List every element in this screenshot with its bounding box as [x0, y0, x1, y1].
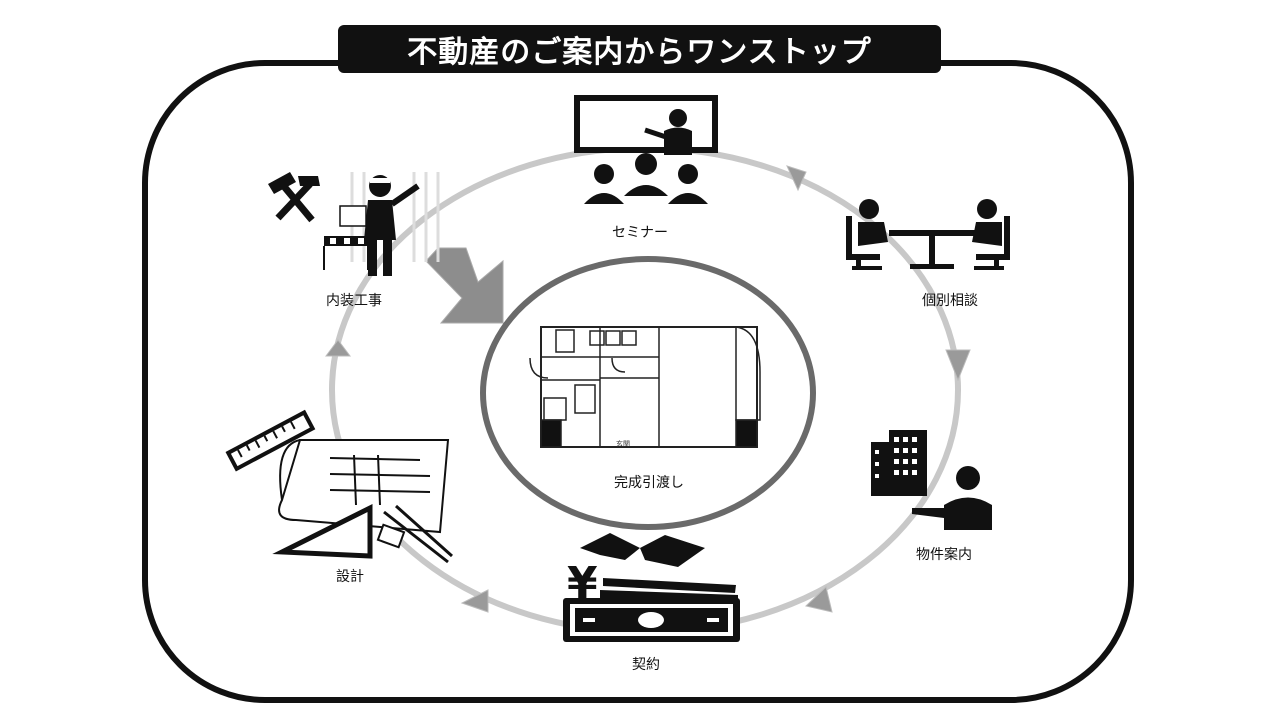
- arrow-design-to-interior: [325, 339, 351, 357]
- arrow-consultation-to-tour: [945, 349, 971, 382]
- step-label-contract: 契約: [632, 657, 660, 673]
- big-arrow-to-center: [425, 247, 504, 324]
- step-label-interior-work: 内装工事: [326, 293, 382, 309]
- arrow-seminar-to-consultation: [786, 165, 807, 192]
- floorplan-graphic: [529, 326, 761, 448]
- step-label-seminar: セミナー: [612, 225, 668, 241]
- property-tour-icon: [871, 430, 992, 530]
- title-banner: 不動産のご案内からワンストップ: [338, 25, 941, 73]
- floorplan-entrance-label: 玄関: [616, 439, 630, 448]
- arrow-tour-to-contract: [804, 586, 833, 613]
- svg-text:¥: ¥: [567, 558, 598, 609]
- step-label-property-tour: 物件案内: [916, 547, 972, 563]
- step-label-design: 設計: [336, 569, 364, 585]
- design-icon: [225, 409, 453, 564]
- cycle-arrows: [325, 165, 971, 613]
- interior-work-icon: [268, 172, 440, 276]
- page-title: 不動産のご案内からワンストップ: [407, 35, 872, 70]
- arrow-contract-to-design: [460, 589, 489, 613]
- contract-icon: ¥: [563, 533, 740, 642]
- consultation-icon: [846, 199, 1010, 270]
- seminar-icon: [574, 95, 718, 204]
- step-label-handover: 完成引渡し: [614, 475, 684, 491]
- step-label-consultation: 個別相談: [922, 293, 978, 309]
